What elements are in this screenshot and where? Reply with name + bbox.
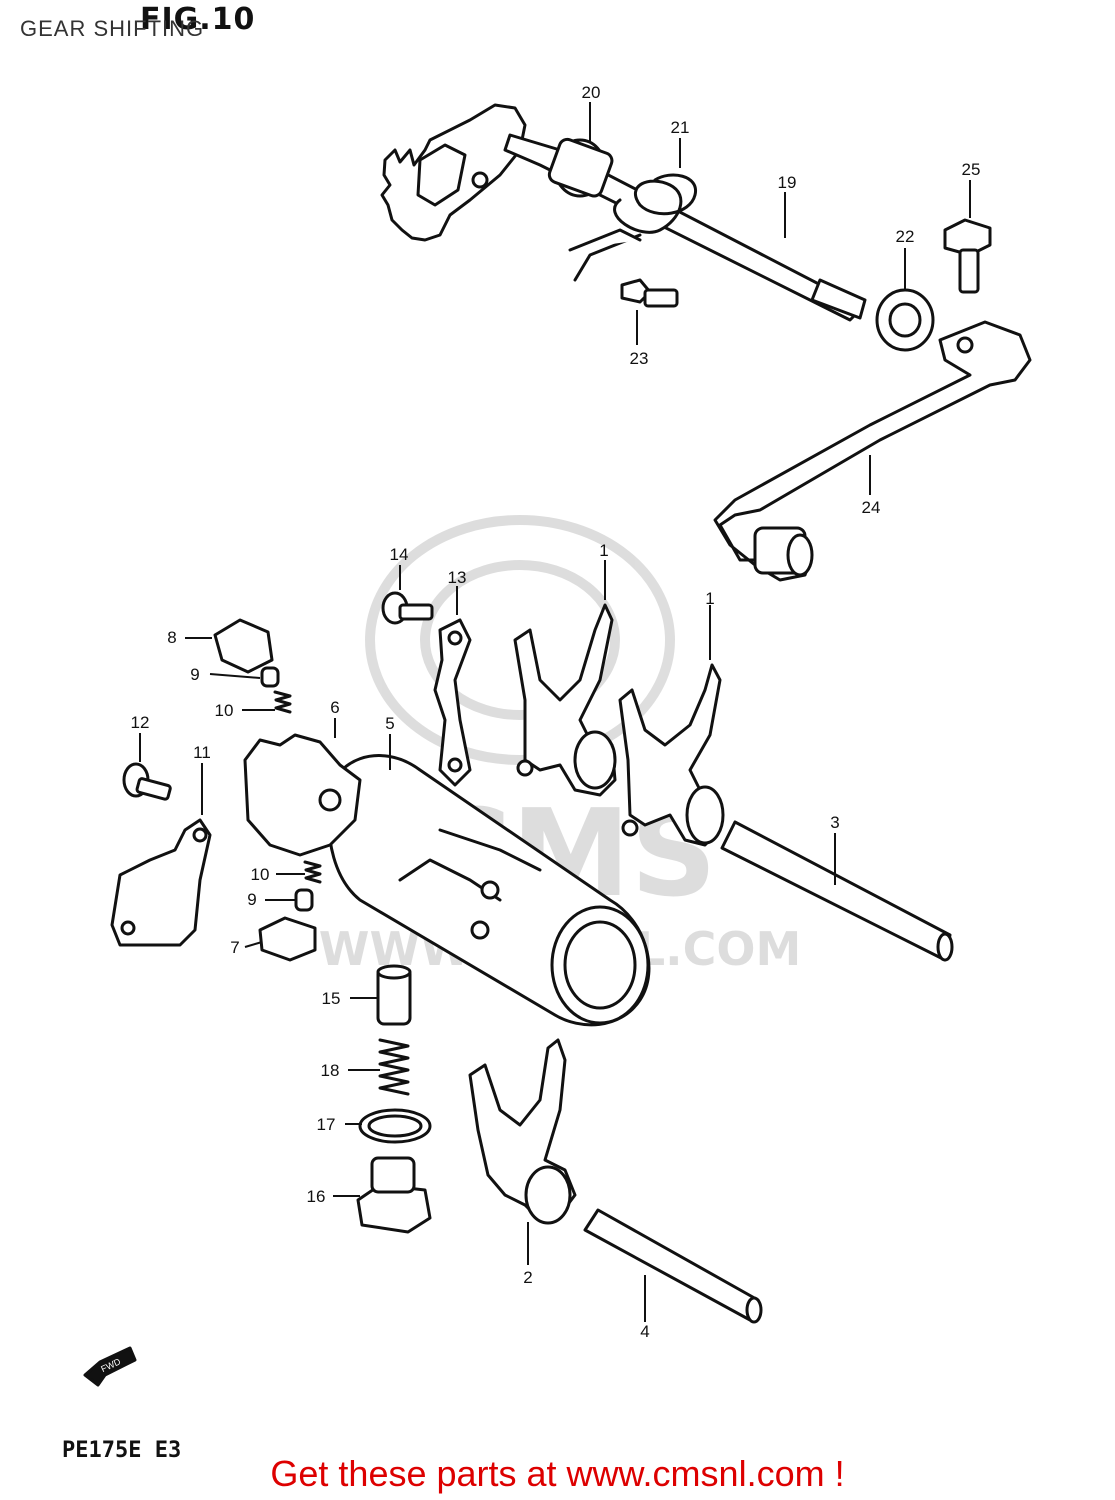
callout-25: 25 [962,160,981,179]
page-title: GEAR SHIFTING [20,16,205,41]
callout-15: 15 [322,989,341,1008]
callout-9a: 9 [190,665,199,684]
callout-12: 12 [131,713,150,732]
part-shift-fork-2 [468,1038,577,1225]
part-gearshift-lever [713,320,1032,582]
callout-23: 23 [630,349,649,368]
part-spring-10a [273,690,292,714]
watermark-logo-ring-inner [420,560,620,720]
callout-21: 21 [671,118,690,137]
model-code: PE175E E3 [62,1438,182,1463]
callout-17: 17 [317,1115,336,1134]
leader-lines [139,102,971,1322]
callout-11: 11 [193,743,211,762]
callout-14: 14 [390,545,409,564]
callout-20: 20 [582,83,601,102]
callout-19: 19 [778,173,797,192]
callout-1b: 1 [705,589,714,608]
part-cap-8 [213,618,274,674]
part-gearshift-shaft [380,103,867,322]
callout-22: 22 [896,227,915,246]
part-bolt-25 [943,218,992,294]
part-shift-fork-1a [513,603,617,797]
part-pin-9a [260,666,280,688]
callout-24: 24 [862,498,881,517]
callout-3: 3 [830,813,839,832]
callout-4: 4 [640,1322,649,1341]
cta-link[interactable]: Get these parts at www.cmsnl.com ! [270,1453,845,1494]
callout-9b: 9 [247,890,256,909]
part-spring-10b [303,860,322,884]
part-plate-13 [433,618,472,787]
part-spring-18 [378,1038,410,1096]
figure-label: FIG.10 [140,2,256,37]
callout-1a: 1 [599,541,608,560]
callout-13: 13 [448,568,467,587]
callout-8: 8 [167,628,176,647]
part-screw-12 [122,762,172,801]
callout-16: 16 [307,1187,326,1206]
part-fork-shaft-4 [583,1208,763,1324]
callout-6: 6 [330,698,339,717]
callout-10a: 10 [215,701,234,720]
part-oil-seal [875,288,935,352]
part-shift-fork-1b [618,663,725,847]
callout-18: 18 [321,1061,340,1080]
part-screw-14 [381,591,434,625]
part-cam-stopper-plate-6 [243,733,362,857]
callout-10b: 10 [251,865,270,884]
part-fork-shaft-3 [720,820,954,962]
part-stopper-plate-11 [110,818,212,947]
part-plunger-15 [376,964,412,1026]
part-pin-9b [294,888,314,912]
callout-5: 5 [385,714,394,733]
parts: FWD [83,103,1032,1387]
part-cap-7 [258,916,317,962]
part-stud-23 [620,278,679,308]
callouts: 20 21 19 25 22 23 24 14 13 1 1 8 9 10 6 … [131,83,981,1341]
callout-2: 2 [523,1268,532,1287]
callout-7: 7 [230,938,239,957]
fwd-arrow: FWD [83,1346,137,1387]
part-plug-16 [356,1156,432,1234]
part-gearshift-cam-5 [327,754,651,1027]
watermark-logo-ring [365,515,675,765]
part-o-ring-17 [358,1108,432,1144]
